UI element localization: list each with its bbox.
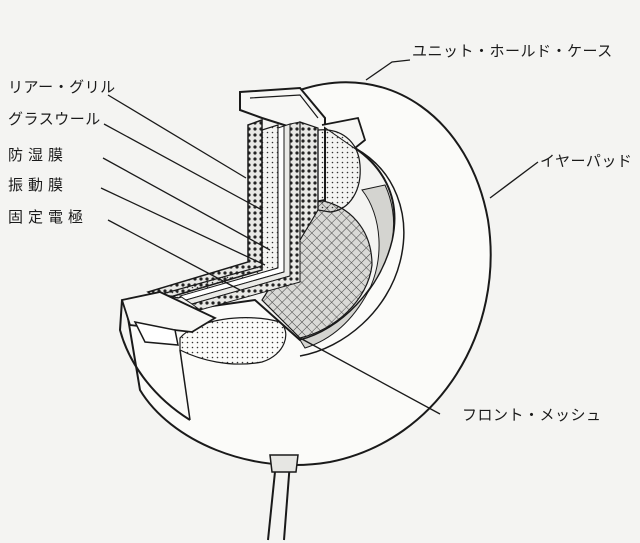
label-fixed-electrode: 固定電極 xyxy=(8,208,89,226)
label-unit-hold-case: ユニット・ホールド・ケース xyxy=(412,42,613,60)
leader-front-mesh xyxy=(299,337,441,415)
lower-housing xyxy=(120,291,217,333)
label-rear-grill: リアー・グリル xyxy=(8,78,116,96)
cable xyxy=(267,461,291,541)
label-glass-wool: グラスウール xyxy=(8,110,101,128)
pad-foam-section-lower xyxy=(179,317,287,365)
label-moisture-film: 防湿膜 xyxy=(8,146,69,164)
label-front-mesh: フロント・メッシュ xyxy=(462,406,602,424)
leader-ear-pad xyxy=(489,161,539,199)
ear-pad-inner-shade xyxy=(299,184,395,349)
leader-vibration-film xyxy=(100,187,266,266)
label-ear-pad: イヤーパッド xyxy=(540,152,633,170)
glass-wool xyxy=(159,124,279,299)
front-mesh-area xyxy=(261,199,373,339)
label-vibration-film: 振動膜 xyxy=(8,176,69,194)
leader-glass-wool xyxy=(103,123,263,211)
leader-fixed-electrode xyxy=(107,219,241,291)
leader-unit-hold-case xyxy=(365,59,411,81)
pad-foam-section-upper xyxy=(317,129,361,213)
leader-moisture-film xyxy=(102,157,271,251)
leader-rear-grill xyxy=(107,94,247,179)
ear-pad-inner-edge xyxy=(299,147,405,357)
